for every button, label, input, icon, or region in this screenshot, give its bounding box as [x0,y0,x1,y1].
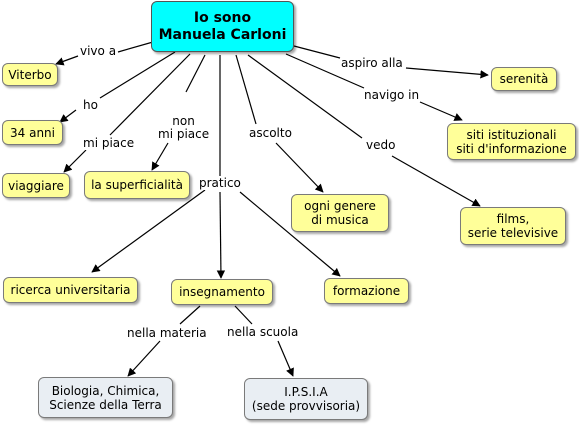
label-nella-materia: nella materia [127,326,207,340]
node-viterbo[interactable]: Viterbo [2,63,58,86]
label-pratico: pratico [199,176,241,190]
link-ho [99,51,176,99]
link-navigo-in [285,53,365,89]
node-34-anni[interactable]: 34 anni [2,120,63,145]
node-formazione[interactable]: formazione [324,278,409,304]
node-ricerca-universitaria[interactable]: ricerca universitaria [3,277,138,303]
label-non-mi-piace: non mi piace [158,114,210,141]
label-mi-piace: mi piace [83,136,135,150]
node-serenita[interactable]: serenità [491,67,557,91]
node-films[interactable]: films, serie televisive [460,207,566,245]
node-ogni-genere-di-musica[interactable]: ogni genere di musica [291,194,389,232]
link-nella-materia [179,305,201,325]
link-mi-piace [109,53,191,136]
link-vedo [247,54,363,139]
link-non-mi-piace [185,54,206,93]
label-aspiro-alla: aspiro alla [341,56,403,70]
node-materie[interactable]: Biologia, Chimica, Scienze della Terra [38,377,173,418]
root-concept[interactable]: Io sono Manuela Carloni [151,1,294,52]
label-vedo: vedo [366,138,396,152]
label-nella-scuola: nella scuola [227,325,299,339]
node-la-superficialita[interactable]: la superficialità [84,171,190,199]
node-viaggiare[interactable]: viaggiare [2,173,70,198]
link-aspiro-alla [293,45,341,59]
label-vivo-a: vivo a [80,44,117,58]
node-siti[interactable]: siti istituzionali siti d'informazione [447,123,576,160]
label-ascolto: ascolto [249,126,292,140]
node-ipsia[interactable]: I.P.S.I.A (sede provvisoria) [244,378,368,420]
node-insegnamento[interactable]: insegnamento [171,279,273,305]
label-navigo-in: navigo in [364,88,420,102]
link-ascolto [235,54,257,125]
label-ho: ho [83,98,98,112]
link-nella-scuola [234,305,253,325]
